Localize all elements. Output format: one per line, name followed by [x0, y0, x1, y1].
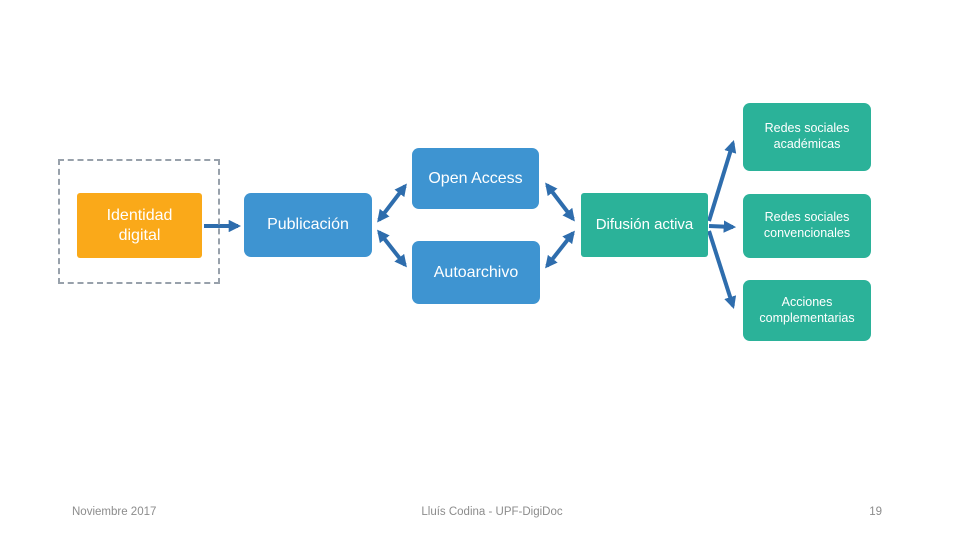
node-redes-sociales-convencionales: Redes sociales convencionales: [743, 194, 871, 258]
arrow-openaccess-difusion: [545, 182, 575, 222]
arrow-autoarchivo-difusion: [545, 230, 575, 269]
node-autoarchivo: Autoarchivo: [412, 241, 540, 304]
node-identidad-digital: Identidad digital: [77, 193, 202, 258]
node-open-access: Open Access: [412, 148, 539, 209]
footer-credit: Lluís Codina - UPF-DigiDoc: [421, 506, 563, 518]
identidad-dashed-frame: [58, 159, 220, 284]
arrow-difusion-to-redes-academicas: [707, 140, 737, 222]
arrow-difusion-to-acciones: [707, 230, 737, 309]
node-difusion-activa: Difusión activa: [581, 193, 708, 257]
arrow-difusion-to-redes-convencionales: [708, 220, 737, 233]
node-acciones-complementarias: Acciones complementarias: [743, 280, 871, 341]
arrow-publicacion-openaccess: [377, 183, 407, 223]
slide-footer: Noviembre 2017 Lluís Codina - UPF-DigiDo…: [0, 504, 960, 528]
node-redes-sociales-academicas: Redes sociales académicas: [743, 103, 871, 171]
footer-page-number: 19: [869, 506, 882, 518]
node-publicacion: Publicación: [244, 193, 372, 257]
footer-date: Noviembre 2017: [72, 506, 157, 518]
arrow-publicacion-autoarchivo: [377, 229, 407, 268]
